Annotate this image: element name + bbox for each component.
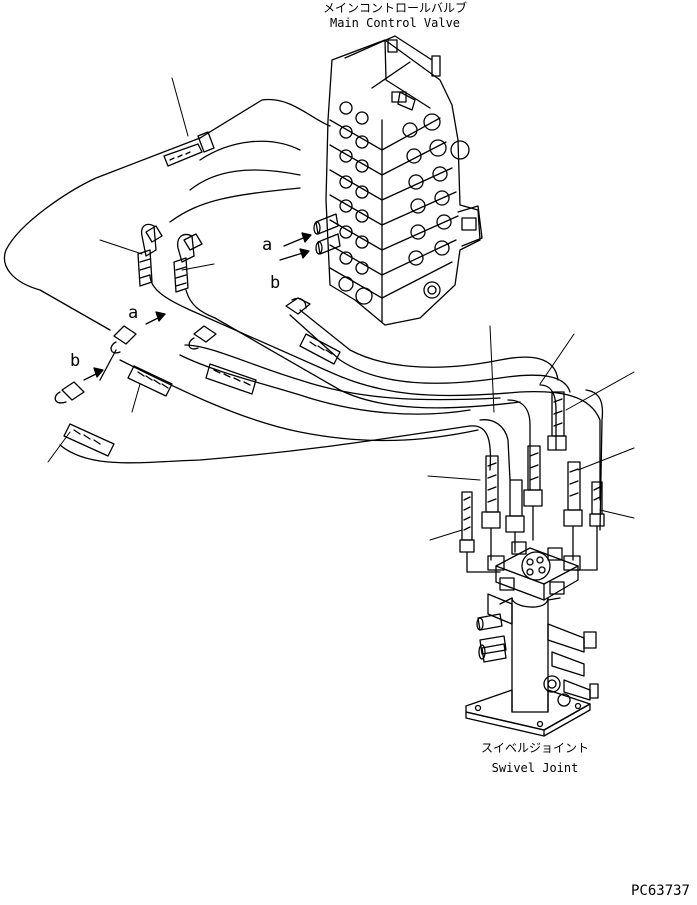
marker-a-valve: a [262, 232, 312, 255]
svg-text:a: a [128, 303, 138, 323]
valve-side-hose-fitting [285, 297, 341, 365]
bent-hose-fitting-mid [173, 233, 203, 293]
swivel-hose-ends [459, 391, 605, 573]
swivel-title-en: Swivel Joint [492, 761, 579, 775]
leader-lines [47, 77, 635, 541]
bent-hose-fitting-left [137, 223, 163, 287]
swivel-joint [465, 541, 599, 737]
upper-hose-fitting [163, 131, 215, 167]
valve-inlet-ports [313, 213, 341, 255]
marker-b-lower: b [70, 351, 104, 381]
drawing-code: PC63737 [631, 883, 690, 899]
svg-text:a: a [262, 235, 272, 255]
marker-b-valve: b [270, 248, 310, 293]
marker-a-lower: a [128, 303, 166, 325]
main-control-valve [325, 35, 483, 326]
lower-hose-fitting-1 [110, 325, 173, 397]
svg-text:b: b [270, 273, 280, 293]
hose-routes [3, 98, 604, 531]
svg-text:b: b [70, 351, 80, 371]
lower-hose-fitting-3 [54, 381, 115, 457]
main-valve-title-jp: メインコントロールバルブ [323, 0, 467, 15]
main-valve-title-en: Main Control Valve [330, 16, 460, 30]
swivel-title-jp: スイベルジョイント [481, 741, 589, 755]
lower-hose-fitting-2 [188, 325, 257, 395]
